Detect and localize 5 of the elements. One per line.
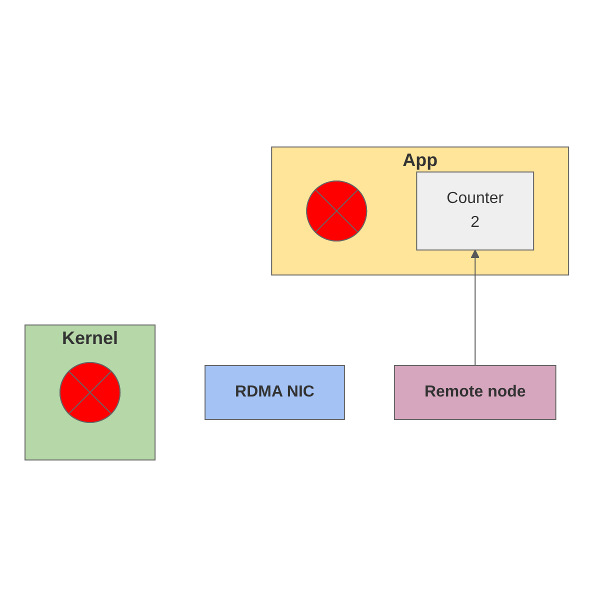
arrow: [470, 249, 480, 366]
node-box: Remote node: [394, 364, 556, 420]
node-box: Counter 2: [416, 171, 534, 250]
node-box: RDMA NIC: [204, 364, 346, 420]
cluster: Kernel: [24, 324, 156, 460]
